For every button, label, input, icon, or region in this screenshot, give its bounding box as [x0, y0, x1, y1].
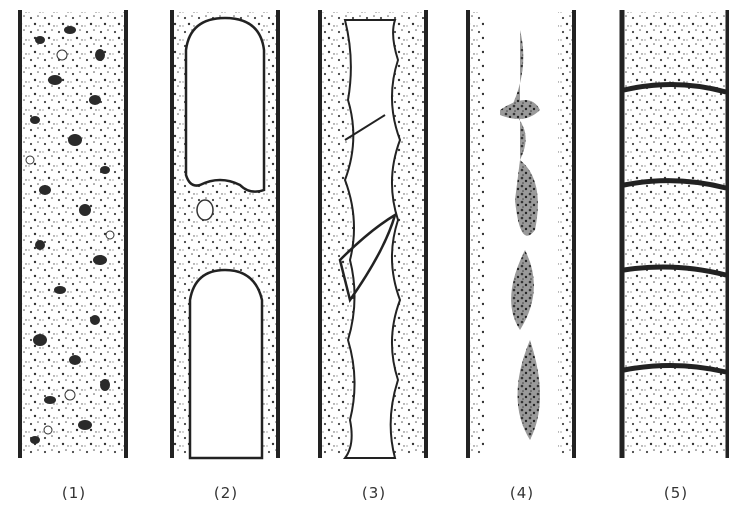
- panel-3: [320, 10, 426, 458]
- panel-2-upper-slug: [186, 18, 264, 192]
- caption-3: (3): [344, 484, 404, 502]
- caption-2: (2): [196, 484, 256, 502]
- caption-5: (5): [646, 484, 706, 502]
- panel-2-bubble: [197, 200, 213, 220]
- panel-5-fill: [622, 12, 728, 455]
- caption-1: (1): [44, 484, 104, 502]
- panel-1: [20, 10, 126, 458]
- panel-2-lower-slug: [190, 270, 262, 458]
- panel-2: [172, 10, 278, 458]
- panel-4-right-film: [558, 12, 574, 455]
- panel-4: [468, 10, 574, 458]
- panel-4-droplet-1: [510, 30, 526, 160]
- panel-4-left-film: [468, 12, 484, 455]
- panel-4-droplet-3: [515, 160, 538, 236]
- caption-4: (4): [492, 484, 552, 502]
- panel-4-droplet-5: [518, 340, 541, 440]
- panel-4-droplet-2: [500, 100, 540, 119]
- panel-4-droplet-4: [511, 250, 534, 330]
- panel-5: [622, 10, 728, 458]
